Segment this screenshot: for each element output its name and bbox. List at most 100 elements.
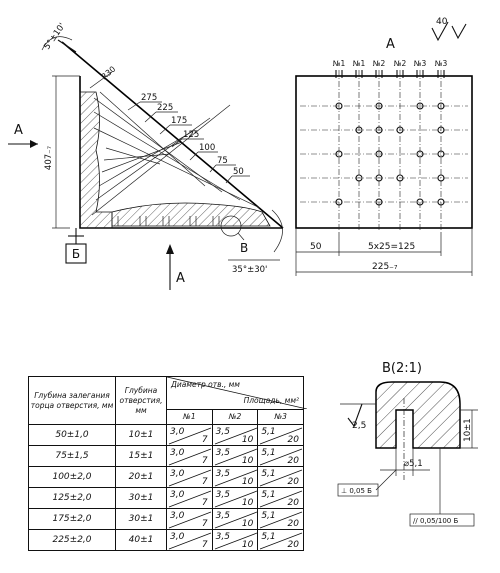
fraction-slash xyxy=(168,448,212,465)
header-n3: №3 xyxy=(257,409,304,425)
fraction: 3,5 10 xyxy=(213,531,258,550)
fraction-slash xyxy=(260,532,303,549)
cell-depth: 50±1,0 xyxy=(28,424,116,446)
view-a-title: A xyxy=(386,37,395,52)
level-label-75: 75 xyxy=(217,156,228,166)
fraction: 5,1 20 xyxy=(258,489,303,508)
fraction-numerator: 5,1 xyxy=(261,510,276,521)
fraction-slash xyxy=(214,469,257,486)
fraction-numerator: 3,0 xyxy=(170,489,185,500)
roughness-symbol xyxy=(431,21,467,42)
fraction-slash xyxy=(260,511,303,528)
fraction-denominator: 20 xyxy=(287,497,299,508)
header-diagonal xyxy=(167,377,307,409)
detail-b: B(2:1) 2,5 10±1 ⌀5,1 ⊥ 0,05 Б // 0,05/10… xyxy=(337,361,478,527)
hole-label-3a: №3 xyxy=(414,59,427,68)
cell-depth: 225±2,0 xyxy=(28,529,116,551)
fraction-denominator: 7 xyxy=(201,518,208,529)
header-hole-depth: Глубина отверстия, мм xyxy=(115,376,167,425)
hatched-zone-bottom xyxy=(111,202,271,227)
fraction-slash xyxy=(260,469,303,486)
cell-hole-depth: 40±1 xyxy=(115,529,167,551)
detail-title: B(2:1) xyxy=(382,361,422,376)
header-n2: №2 xyxy=(211,409,259,425)
plan-view-a: 40 A №1 №1 №2 №2 №3 №3 xyxy=(295,17,473,276)
header-n1: №1 xyxy=(166,409,213,425)
fraction-denominator: 20 xyxy=(287,518,299,529)
plan-holes xyxy=(335,102,445,206)
fraction-numerator: 3,5 xyxy=(215,531,230,542)
cell-depth: 75±1,5 xyxy=(28,445,116,467)
height-dim: 407₋₇ xyxy=(44,145,54,170)
detail-roughness: 2,5 xyxy=(352,421,366,431)
hole-label-2a: №2 xyxy=(373,59,386,68)
fraction-slash xyxy=(214,448,257,465)
plan-col-lines xyxy=(338,70,442,232)
plan-outline xyxy=(295,75,473,229)
angle-top-arc xyxy=(41,36,73,51)
fraction-slash xyxy=(168,532,212,549)
tolerance-frame-2-text: // 0,05/100 Б xyxy=(413,517,458,525)
dim-width-total: 225₋₇ xyxy=(372,262,398,272)
detail-height-dim: 10±1 xyxy=(463,418,473,441)
fraction-slash xyxy=(168,511,212,528)
datum-box-b xyxy=(65,243,87,264)
fraction-denominator: 7 xyxy=(201,497,208,508)
header-diameter-area: Диаметр отв., мм Площадь, мм² xyxy=(166,376,307,410)
fraction-numerator: 3,0 xyxy=(170,510,185,521)
fraction-denominator: 7 xyxy=(201,455,208,466)
arrow-a-bottom-label: A xyxy=(176,271,185,286)
fraction-numerator: 5,1 xyxy=(261,489,276,500)
tolerance-frame-1-text: ⊥ 0,05 Б xyxy=(341,487,372,495)
fraction-numerator: 3,0 xyxy=(170,426,185,437)
spec-table: Глубина залегания торца отверстия, мм Гл… xyxy=(28,376,307,551)
fraction-numerator: 3,5 xyxy=(215,426,230,437)
hole-ticks xyxy=(335,70,445,78)
detail-section xyxy=(375,381,461,449)
fraction-numerator: 5,1 xyxy=(261,531,276,542)
hole-label-1a: №1 xyxy=(333,59,346,68)
level-leaders xyxy=(127,101,250,184)
fraction-slash xyxy=(214,511,257,528)
fraction-numerator: 5,1 xyxy=(261,468,276,479)
fraction-denominator: 20 xyxy=(287,455,299,466)
header-depth-lower: Глубина залегания торца отверстия, мм xyxy=(28,376,116,425)
fraction-denominator: 10 xyxy=(241,539,254,550)
fraction-numerator: 3,0 xyxy=(170,468,185,479)
cell-depth: 175±2,0 xyxy=(28,508,116,530)
level-label-175: 175 xyxy=(171,116,187,126)
fraction-slash xyxy=(214,427,257,444)
detail-b-callout: B xyxy=(240,241,248,255)
fraction-numerator: 3,0 xyxy=(170,531,185,542)
detail-roughness-mark xyxy=(347,403,363,428)
front-view: 275 225 175 125 100 75 50 5°±10' R30 407… xyxy=(8,21,284,290)
arrow-a-bottom-head xyxy=(166,244,174,254)
arrow-a-left-head xyxy=(30,140,38,148)
datum-box-b-label: Б xyxy=(72,247,80,261)
tolerance-frame-1 xyxy=(337,483,379,497)
fraction-denominator: 7 xyxy=(201,476,208,487)
bottom-hole-marks xyxy=(111,216,220,226)
roughness-value: 40 xyxy=(436,17,448,27)
fraction-numerator: 3,0 xyxy=(170,447,185,458)
header-area: Площадь, мм² xyxy=(243,396,299,405)
header-diameter: Диаметр отв., мм xyxy=(171,380,240,389)
